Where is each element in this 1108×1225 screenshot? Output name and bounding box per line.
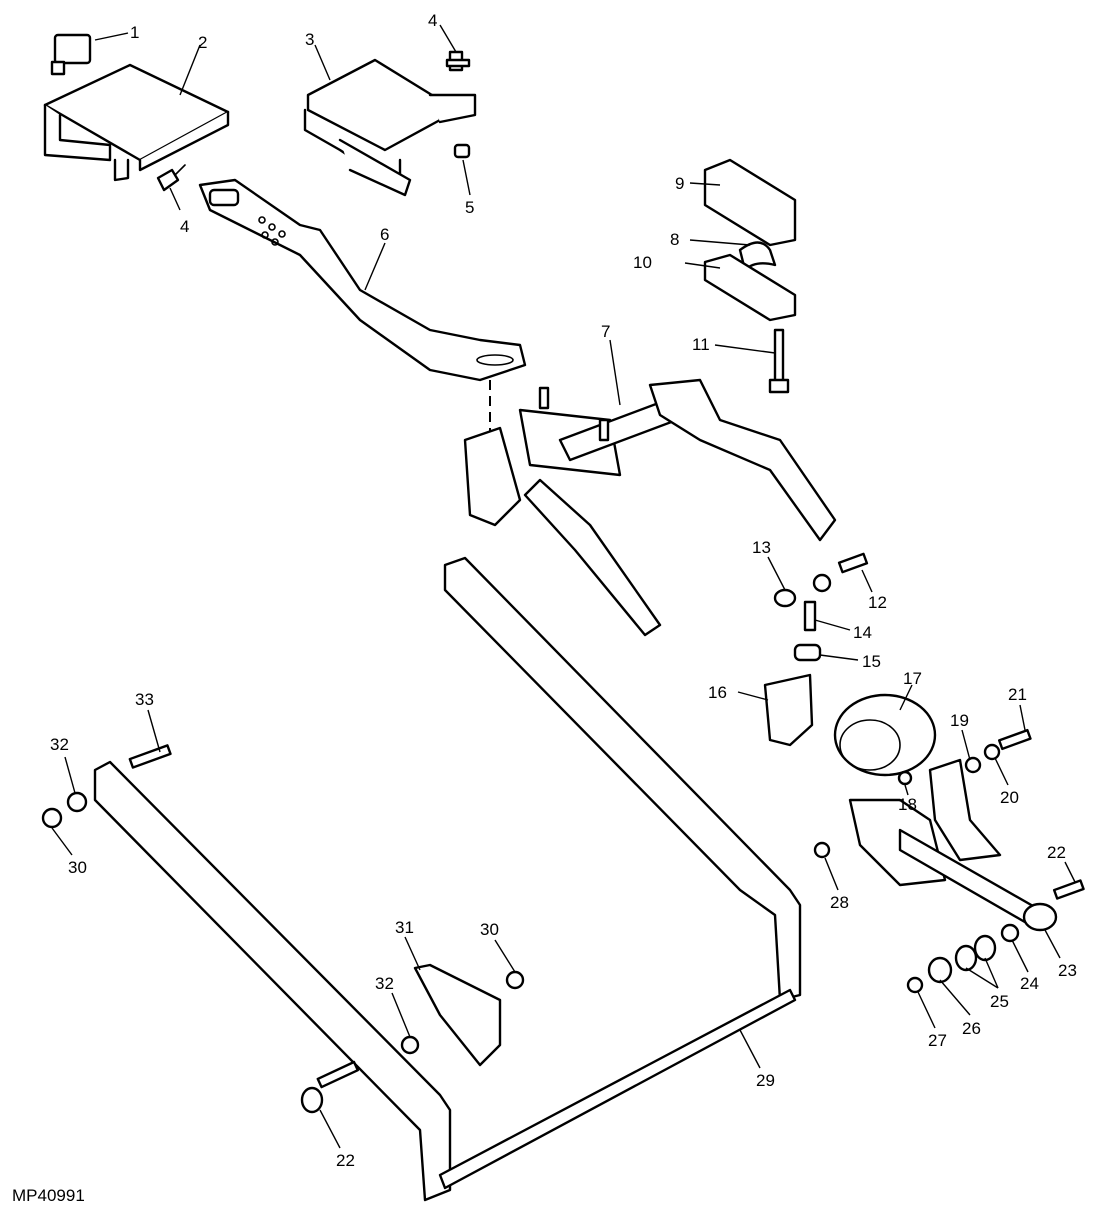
part-25-washers: [954, 934, 997, 972]
part-13-ring: [773, 588, 797, 608]
callout-23: 23: [1058, 961, 1077, 980]
callout-12: 12: [868, 593, 887, 612]
callout-22-right: 22: [1047, 843, 1066, 862]
part-27-nut: [906, 976, 924, 994]
callout-30-left: 30: [68, 858, 87, 877]
callout-25: 25: [990, 992, 1009, 1011]
callout-27: 27: [928, 1031, 947, 1050]
draft-arm-left: [93, 760, 452, 1202]
part-17-sleeve: [833, 693, 937, 777]
part-10-clamp-lower: [703, 253, 797, 322]
callout-11: 11: [692, 335, 710, 354]
callout-31: 31: [395, 918, 414, 937]
callout-20: 20: [1000, 788, 1019, 807]
callout-labels: 1 2 3 4 4 5 6 7 8 9 10 11 12 13 14 15 16…: [50, 11, 1077, 1170]
part-21-bolt: [997, 728, 1032, 751]
callout-7: 7: [601, 322, 610, 341]
part-28-pin: [813, 841, 831, 859]
callout-9: 9: [675, 174, 684, 193]
part-32-spacer-lower: [400, 1035, 420, 1055]
part-30-nut-left: [41, 807, 63, 829]
callout-4-top: 4: [428, 11, 437, 30]
right-bracket: [848, 758, 1042, 927]
callout-26: 26: [962, 1019, 981, 1038]
part-15-bushing: [793, 643, 822, 662]
part-26-washer: [927, 956, 953, 984]
part-12-pin: [837, 552, 869, 574]
part-18-nut: [897, 770, 913, 786]
callout-22-lower: 22: [336, 1151, 355, 1170]
figure-id: MP40991: [12, 1186, 85, 1205]
part-11-long-bolt: [768, 328, 790, 394]
callout-5: 5: [465, 198, 474, 217]
callout-28: 28: [830, 893, 849, 912]
callout-2: 2: [198, 33, 207, 52]
part-24-spacer: [1000, 923, 1020, 943]
part-2-bracket: [43, 63, 230, 182]
part-3-bracket: [303, 58, 477, 197]
callout-1: 1: [130, 23, 139, 42]
part-22-bolt-right: [1052, 879, 1085, 900]
callout-4-left: 4: [180, 217, 189, 236]
part-33-bolt: [128, 744, 172, 769]
callout-19: 19: [950, 711, 969, 730]
part-19-nut: [964, 756, 982, 774]
part-5-bolt: [453, 143, 471, 159]
callout-32-left: 32: [50, 735, 69, 754]
callout-10: 10: [633, 253, 652, 272]
part-30-nut-lower: [505, 970, 525, 990]
part-4-cap-screw-left: [156, 164, 186, 192]
callout-24: 24: [1020, 974, 1039, 993]
callout-15: 15: [862, 652, 881, 671]
callout-3: 3: [305, 30, 314, 49]
callout-32-lower: 32: [375, 974, 394, 993]
callout-13: 13: [752, 538, 771, 557]
part-7-rockshaft: [463, 378, 837, 637]
part-9-clamp-upper: [703, 158, 797, 247]
leader-lines: [51, 24, 1076, 1149]
part-4-cap-screw-top: [445, 50, 471, 72]
callout-30-lower: 30: [480, 920, 499, 939]
callout-6: 6: [380, 225, 389, 244]
callout-17: 17: [903, 669, 922, 688]
callout-18: 18: [898, 795, 917, 814]
callout-29: 29: [756, 1071, 775, 1090]
part-16-clevis: [763, 673, 814, 747]
part-14-pin: [803, 573, 832, 632]
part-32-spacer-left: [66, 791, 88, 813]
part-23-bushing: [1022, 902, 1058, 932]
part-31-bracket: [413, 963, 502, 1067]
part-22-bolt-lower: [300, 1060, 360, 1114]
callout-21: 21: [1008, 685, 1027, 704]
callout-8: 8: [670, 230, 679, 249]
callout-16: 16: [708, 683, 727, 702]
part-6-lift-lever: [198, 178, 527, 382]
part-20-spacer: [983, 743, 1001, 761]
part-1-lock-pin: [50, 33, 92, 76]
part-29-crossbar: [438, 988, 797, 1190]
callout-14: 14: [853, 623, 872, 642]
callout-33: 33: [135, 690, 154, 709]
